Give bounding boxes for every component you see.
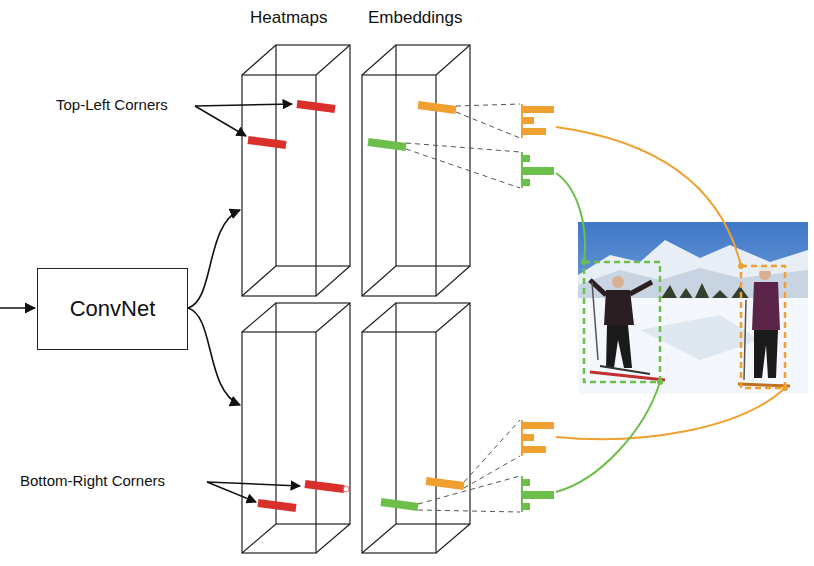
embedding-vector bbox=[522, 476, 554, 512]
box-outline bbox=[741, 266, 785, 388]
cursor-dot bbox=[343, 486, 349, 492]
grouping-curves bbox=[556, 127, 788, 492]
feature-maps bbox=[242, 45, 470, 553]
projection-lines bbox=[406, 104, 520, 512]
ski-photo bbox=[578, 222, 808, 394]
column-heading: Heatmaps bbox=[250, 8, 327, 28]
column-heading: Embeddings bbox=[368, 8, 463, 28]
box-label: ConvNet bbox=[70, 296, 156, 322]
corner-marks bbox=[248, 104, 464, 508]
heat-peak bbox=[297, 104, 335, 109]
heatmap-volume bbox=[242, 45, 350, 296]
embedding-volume bbox=[362, 45, 470, 296]
skier bbox=[590, 276, 665, 380]
corner-label: Bottom-Right Corners bbox=[20, 472, 165, 489]
pointer-arrows bbox=[195, 104, 300, 502]
embedding-mark bbox=[368, 142, 406, 147]
branch-arrow bbox=[188, 308, 240, 405]
heat-peak bbox=[248, 140, 286, 145]
embedding-vector bbox=[522, 152, 554, 188]
embedding-vector bbox=[522, 420, 554, 456]
corner-label: Top-Left Corners bbox=[56, 96, 168, 113]
process-box: ConvNet bbox=[37, 268, 188, 350]
flow-arrows bbox=[0, 210, 240, 405]
heat-peak bbox=[305, 484, 344, 489]
heatmap-volume bbox=[242, 303, 350, 553]
branch-arrow bbox=[188, 210, 240, 308]
skier bbox=[738, 266, 790, 386]
input-arrow bbox=[0, 307, 35, 309]
embedding-vector bbox=[522, 104, 554, 138]
embedding-mark bbox=[426, 481, 464, 486]
embedding-mark bbox=[381, 502, 418, 507]
embedding-volume bbox=[362, 303, 470, 553]
box-outline bbox=[584, 262, 660, 382]
embedding-mark bbox=[418, 105, 456, 110]
heat-peak bbox=[258, 503, 296, 508]
